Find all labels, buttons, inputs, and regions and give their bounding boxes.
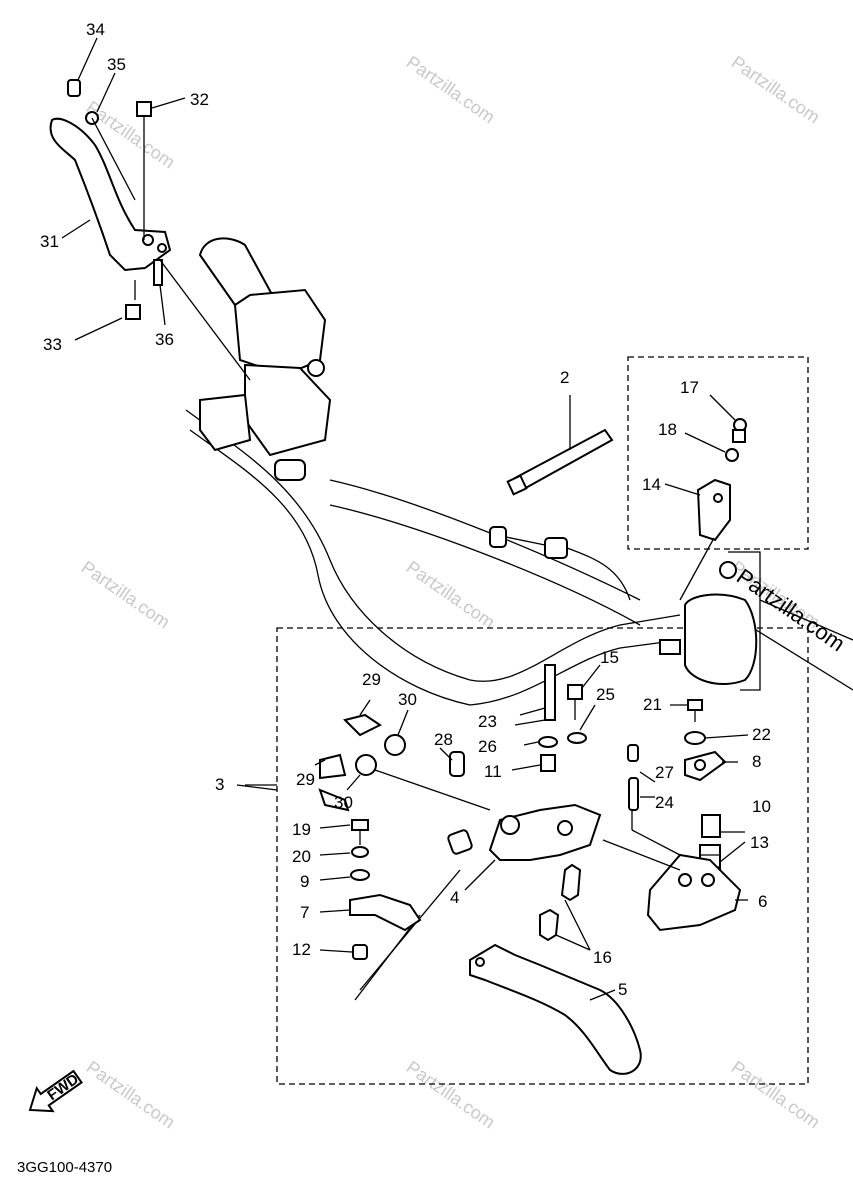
left-grip-assembly <box>198 237 332 481</box>
callout-14: 14 <box>642 475 661 494</box>
callout-15: 15 <box>600 648 619 667</box>
callout-30a: 30 <box>398 690 417 709</box>
callout-16: 16 <box>593 948 612 967</box>
callout-24: 24 <box>655 793 674 812</box>
callout-22: 22 <box>752 725 771 744</box>
callout-8: 8 <box>752 752 761 771</box>
watermark: Partzilla.com <box>403 1057 499 1132</box>
leader-lines <box>61 37 749 1001</box>
callout-17: 17 <box>680 378 699 397</box>
callout-21: 21 <box>643 695 662 714</box>
callouts: 34 35 32 31 33 36 2 17 18 14 15 29 30 23… <box>40 20 771 999</box>
lever-bracket <box>354 664 602 1001</box>
callout-34: 34 <box>86 20 105 39</box>
callout-25: 25 <box>596 685 615 704</box>
callout-5: 5 <box>618 980 627 999</box>
callout-20: 20 <box>292 847 311 866</box>
right-small-parts <box>602 699 742 932</box>
clutch-lever <box>469 943 642 1075</box>
callout-9: 9 <box>300 872 309 891</box>
callout-26: 26 <box>478 737 497 756</box>
callout-33: 33 <box>43 335 62 354</box>
callout-6: 6 <box>758 892 767 911</box>
callout-19: 19 <box>292 820 311 839</box>
watermark: Partzilla.com <box>403 52 499 127</box>
left-small-parts <box>318 713 491 960</box>
callout-3: 3 <box>215 775 224 794</box>
cable-tie <box>506 395 614 496</box>
switch-holder <box>679 418 747 601</box>
callout-7: 7 <box>300 903 309 922</box>
watermark: Partzilla.com <box>728 52 824 127</box>
switch-housing <box>659 551 761 691</box>
diagram-code: 3GG100-4370 <box>17 1159 112 1176</box>
callout-27: 27 <box>655 763 674 782</box>
callout-28: 28 <box>434 730 453 749</box>
switch-holder-group-box <box>627 356 809 550</box>
callout-23: 23 <box>478 712 497 731</box>
watermark: Partzilla.com <box>728 1057 824 1132</box>
callout-36: 36 <box>155 330 174 349</box>
callout-35: 35 <box>107 55 126 74</box>
watermark: Partzilla.com <box>83 1057 179 1132</box>
watermark: Partzilla.com <box>78 557 174 632</box>
fwd-arrow: FWD <box>28 1069 83 1113</box>
callout-32: 32 <box>190 90 209 109</box>
callout-12: 12 <box>292 940 311 959</box>
callout-18: 18 <box>658 420 677 439</box>
callout-11: 11 <box>484 762 502 781</box>
callout-10: 10 <box>752 797 771 816</box>
lever-assembly-group-box <box>276 627 809 1085</box>
callout-13: 13 <box>750 833 769 852</box>
watermarks: Partzilla.com Partzilla.com Partzilla.co… <box>78 52 850 1132</box>
watermark: Partzilla.com <box>403 557 499 632</box>
callout-29a: 29 <box>362 670 381 689</box>
callout-31: 31 <box>40 232 59 251</box>
switch-connector <box>489 526 631 601</box>
callout-4: 4 <box>450 888 459 907</box>
callout-29b: 29 <box>296 770 315 789</box>
callout-2: 2 <box>560 368 569 387</box>
callout-30b: 30 <box>334 793 353 812</box>
upper-lever-assembly <box>49 79 251 381</box>
